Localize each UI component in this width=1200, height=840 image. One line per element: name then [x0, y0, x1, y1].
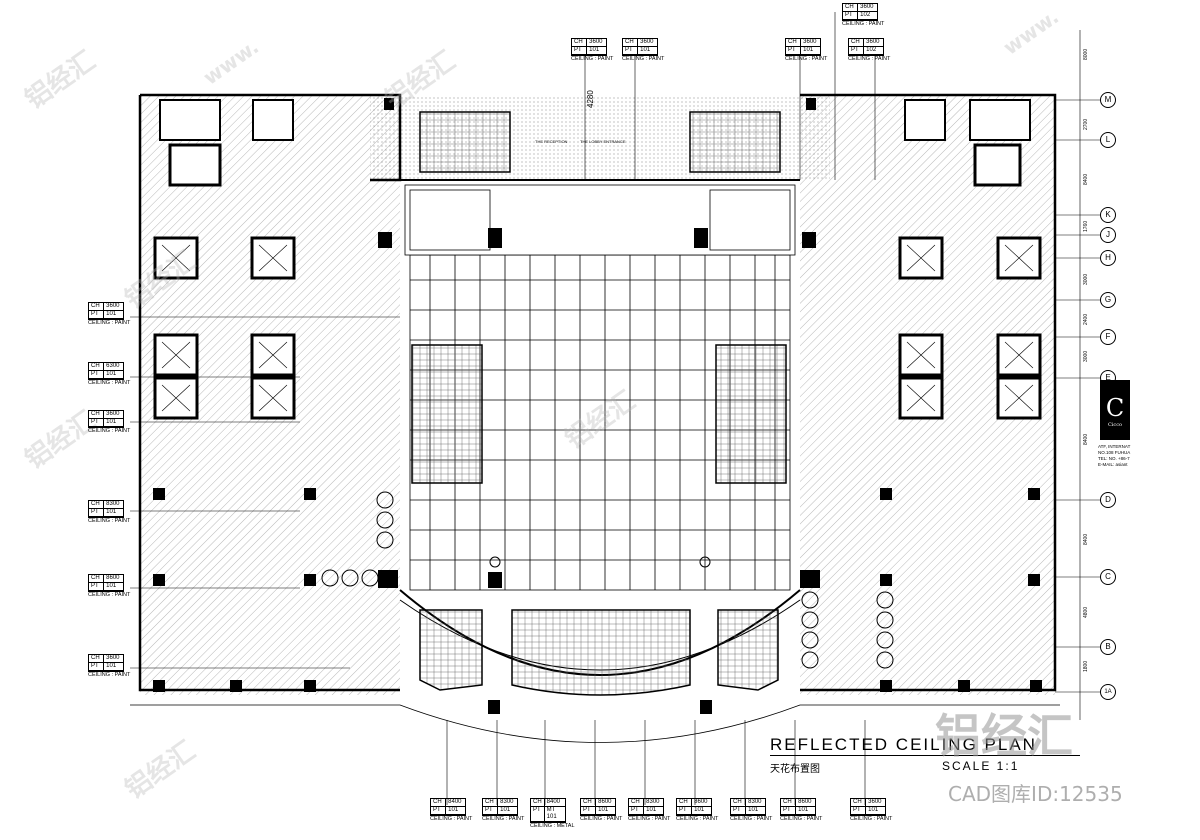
company-info: ATF, INTERNAT NO.108 FUHUA TEL: NO. +86-… — [1098, 444, 1130, 468]
company-info-line: TEL: NO. +86-7 — [1098, 456, 1130, 461]
grid-label-m: M — [1100, 92, 1116, 108]
logo-glyph: C — [1105, 394, 1125, 422]
grid-label-g: G — [1100, 292, 1116, 308]
grid-label-d: D — [1100, 492, 1116, 508]
grid-label-c: C — [1100, 569, 1116, 585]
grid-label-1a: 1A — [1100, 684, 1116, 700]
grid-dimension: 2700 — [1083, 118, 1089, 130]
logo-name: Cicco — [1107, 422, 1123, 428]
column-circles — [321, 491, 894, 669]
right-elevator-crosses — [906, 244, 1034, 412]
grid-label-j: J — [1100, 227, 1116, 243]
grid-dimension: 8400 — [1083, 533, 1089, 545]
grid-dimension: 4800 — [1083, 606, 1089, 618]
right-elevators — [898, 99, 1042, 420]
grid-dimension: 3000 — [1083, 273, 1089, 285]
columns — [153, 98, 1042, 714]
reception-label: THE RECEPTION — [535, 139, 568, 144]
drawing-title: REFLECTED CEILING PLAN — [770, 735, 1037, 754]
company-logo: C Cicco — [1100, 380, 1130, 440]
grid-label-b: B — [1100, 639, 1116, 655]
grid-dimension: 2400 — [1083, 313, 1089, 325]
dimension-label: 4280 — [586, 90, 595, 108]
grid-dimension: 1760 — [1083, 220, 1089, 232]
grid-label-l: L — [1100, 132, 1116, 148]
grid-dimension: 3000 — [1083, 350, 1089, 362]
grid-dimension: 1800 — [1083, 660, 1089, 672]
leader-lines — [130, 12, 1100, 805]
left-elevator-crosses — [161, 244, 288, 412]
drawing-scale: SCALE 1:1 — [942, 759, 1020, 773]
cad-id-watermark: CAD图库ID:12535 — [948, 782, 1123, 806]
company-info-line: NO.108 FUHUA — [1098, 450, 1131, 455]
grid-dimension: 8400 — [1083, 173, 1089, 185]
drawing-title-block: REFLECTED CEILING PLAN 天花布置图 SCALE 1:1 — [770, 735, 1080, 775]
company-info-line: E-MAIL: asiant — [1098, 462, 1128, 467]
grid-label-h: H — [1100, 250, 1116, 266]
drawing-title-chinese: 天花布置图 — [770, 764, 820, 775]
company-info-line: ATF, INTERNAT — [1098, 444, 1131, 449]
grid-label-k: K — [1100, 207, 1116, 223]
grid-label-f: F — [1100, 329, 1116, 345]
tiled-panels — [411, 111, 787, 696]
grid-dimension: 8400 — [1083, 433, 1089, 445]
grid-dimension: 8000 — [1083, 48, 1089, 60]
lobby-entrance-label: THE LOBBY ENTRANCE — [580, 139, 626, 144]
watermark-logo: 铝经汇 — [935, 709, 1073, 763]
